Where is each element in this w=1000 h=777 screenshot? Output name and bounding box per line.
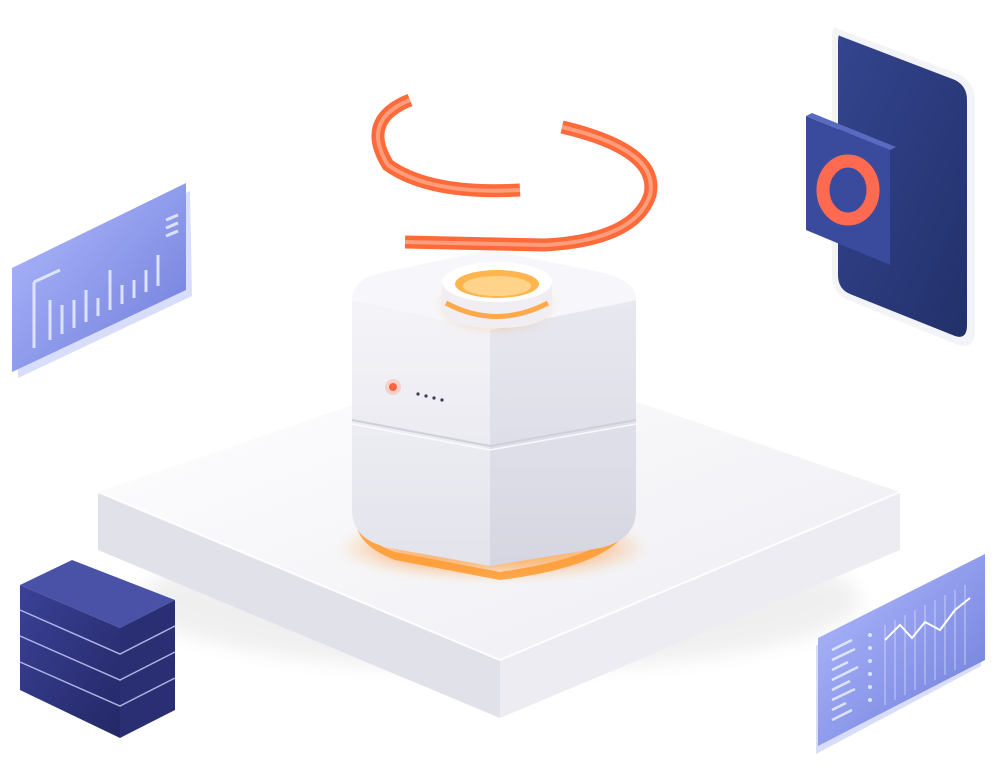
power-led-icon	[389, 383, 397, 391]
line-chart-panel	[816, 554, 985, 754]
bar-chart-panel	[12, 183, 192, 378]
trend-line	[884, 597, 971, 641]
top-light-ring-icon	[438, 262, 554, 329]
orange-halo-ring-icon	[371, 93, 658, 252]
smartphone-icon	[806, 27, 975, 346]
server-stack-icon	[19, 560, 176, 738]
target-card	[806, 113, 896, 265]
smart-hub-device	[351, 250, 637, 566]
bar-chart-bars	[32, 213, 179, 348]
target-ring-icon	[816, 154, 880, 226]
status-dots	[416, 392, 444, 402]
